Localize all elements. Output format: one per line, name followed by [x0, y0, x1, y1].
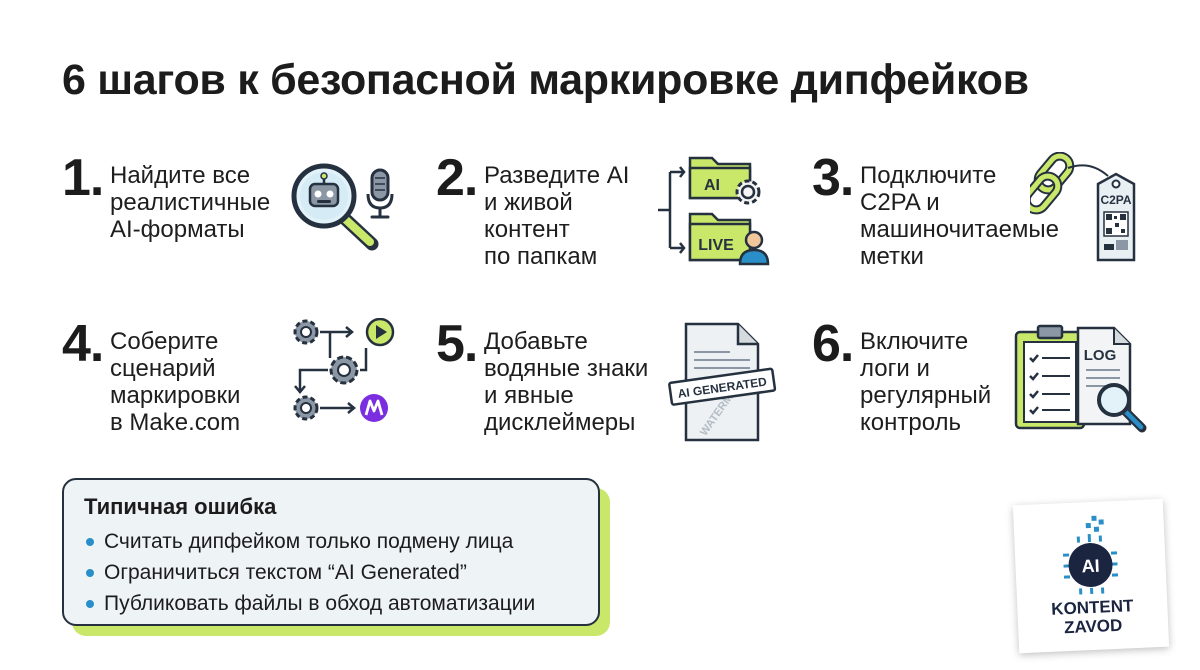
magnifier-robot-icon [291, 163, 394, 251]
list-item: Ограничиться текстом “AI Generated” [84, 557, 578, 588]
step-4: 4. Соберите сценарий маркировки в Make.c… [62, 318, 412, 438]
kontent-zavod-logo: AI KONTENT ZAVOD [1012, 498, 1170, 654]
gear-icon [293, 319, 319, 345]
gear-icon [293, 395, 319, 421]
step-number: 6. [812, 315, 854, 373]
log-label: LOG [1084, 347, 1117, 364]
chain-link-icon [1030, 152, 1075, 215]
mistake-text: Публиковать файлы в обход автоматизации [104, 592, 536, 615]
step-text: Включите логи и регулярный контроль [860, 328, 992, 436]
magnifier-icon [1097, 383, 1147, 433]
step-5: 5. Добавьте водяные знаки и явные дискле… [436, 318, 796, 448]
page-title: 6 шагов к безопасной маркировке дипфейко… [62, 56, 1029, 104]
watermark-document-icon: WATERMARK AI GENERATED [668, 322, 777, 442]
bullet-icon [86, 569, 94, 577]
list-item: Считать дипфейком только подмену лица [84, 526, 578, 557]
chain-tag-icon: C2PA [1030, 152, 1136, 262]
step-3: 3. Подключите C2PA и машиночитаемые метк… [812, 152, 1172, 272]
logo-chip-label: AI [1081, 556, 1100, 577]
mistake-title: Типичная ошибка [84, 494, 277, 519]
ai-chip-icon: AI [1063, 515, 1119, 595]
step-6: 6. Включите логи и регулярный контроль L… [812, 318, 1172, 448]
mistake-text: Считать дипфейком только подмену лица [104, 530, 514, 553]
step-number: 1. [62, 149, 104, 207]
mistake-text: Ограничиться текстом “AI Generated” [104, 561, 467, 584]
step-text: Найдите все реалистичные AI-форматы [110, 162, 271, 243]
step-number: 5. [436, 315, 478, 373]
c2pa-label: C2PA [1100, 193, 1131, 207]
gear-icon [329, 355, 359, 385]
automation-flow-icon [293, 318, 395, 422]
list-item: Публиковать файлы в обход автоматизации [84, 588, 578, 619]
make-logo-icon [360, 394, 388, 422]
play-icon [365, 318, 395, 347]
gear-icon [735, 179, 761, 205]
log-clipboard-icon: LOG [1014, 324, 1147, 433]
step-1: 1. Найдите все реалистичные AI-форматы [62, 152, 402, 262]
bullet-icon [86, 600, 94, 608]
folder-live-label: LIVE [698, 237, 734, 254]
bullet-icon [86, 538, 94, 546]
typical-mistake-box: Типичная ошибка Считать дипфейком только… [62, 478, 600, 626]
step-text: Разведите AI и живой контент по папкам [484, 162, 630, 270]
step-text: Соберите сценарий маркировки в Make.com [110, 328, 241, 436]
step-text: Подключите C2PA и машиночитаемые метки [860, 162, 1060, 270]
mistake-list: Считать дипфейком только подмену лица Ог… [84, 526, 578, 619]
folder-ai-label: AI [704, 177, 720, 194]
step-text: Добавьте водяные знаки и явные дисклейме… [484, 328, 649, 436]
step-2: 2. Разведите AI и живой контент по папка… [436, 152, 776, 272]
step-number: 4. [62, 315, 104, 373]
clipboard-icon [1014, 324, 1086, 430]
step-number: 3. [812, 149, 854, 207]
c2pa-tag-icon: C2PA [1096, 172, 1136, 262]
person-icon [738, 230, 770, 266]
step-number: 2. [436, 149, 478, 207]
folders-split-icon: AI LIVE [658, 156, 770, 266]
